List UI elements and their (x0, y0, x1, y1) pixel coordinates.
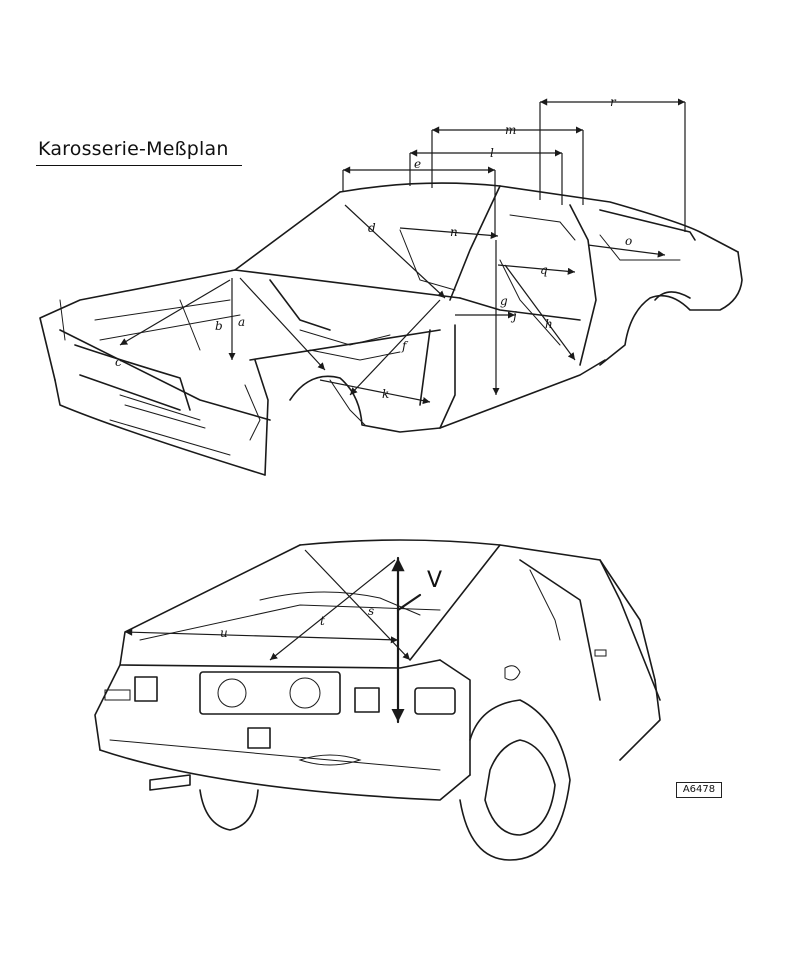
measure-label-r: r (610, 95, 617, 109)
measure-label-o: o (625, 234, 632, 248)
measure-label-b: b (215, 319, 223, 333)
measure-label-a: a (238, 315, 245, 329)
title-underline (36, 165, 242, 166)
measure-label-s: s (368, 604, 374, 618)
measure-label-g: g (500, 294, 508, 308)
measure-label-f: f (401, 339, 409, 353)
page-title: Karosserie-Meßplan (38, 138, 229, 160)
measure-label-t: t (320, 614, 325, 628)
rear-dimension-lines (124, 549, 422, 724)
measure-label-u: u (220, 626, 228, 640)
measure-label-k: k (382, 387, 389, 401)
top-measure-labels: r m l e d n o c b a q g j h f k (115, 95, 632, 401)
top-dimension-lines (119, 98, 686, 405)
measure-label-n: n (450, 225, 458, 239)
rear-detail-lines (104, 569, 607, 771)
measure-label-d: d (368, 221, 376, 235)
measure-label-m: m (505, 123, 516, 137)
rear-measure-labels: u t s V (220, 568, 442, 640)
measure-label-l: l (490, 146, 494, 160)
reference-number: A6478 (676, 782, 722, 798)
measure-label-c: c (115, 355, 122, 369)
measure-label-e: e (414, 157, 421, 171)
rear-view-outline (94, 539, 661, 861)
body-detail-lines (59, 214, 681, 456)
body-shell-outline (39, 182, 743, 476)
measure-label-h: h (545, 317, 553, 331)
measure-label-j: j (510, 309, 517, 323)
point-label-v: V (427, 568, 442, 593)
measure-label-q: q (540, 263, 548, 277)
